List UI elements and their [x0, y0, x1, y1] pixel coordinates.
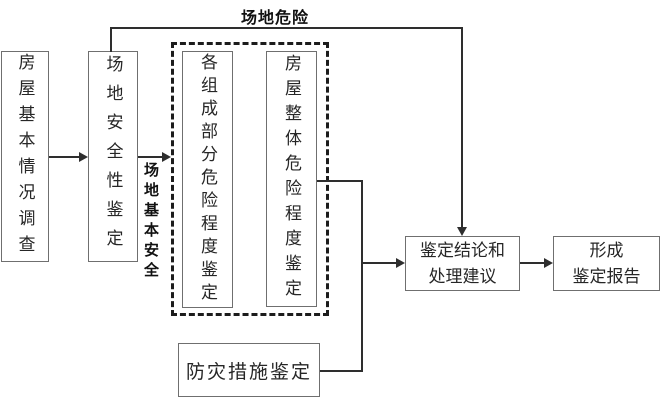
arrowhead-survey-to-sitesafety — [79, 152, 88, 162]
connector-overall-to-junction — [317, 180, 363, 182]
connector-survey-to-sitesafety — [49, 156, 80, 158]
connector-sitedanger-down — [461, 27, 463, 228]
connector-sitesafety-to-group — [138, 156, 163, 158]
box-conclusion: 鉴定结论和 处理建议 — [405, 236, 520, 291]
dashed-group-danger-appraisal — [171, 42, 329, 316]
label-site-danger: 场地危险 — [240, 10, 309, 27]
connector-junction-vertical — [361, 180, 363, 372]
box-disaster-prevention-appraisal-label: 防灾措施鉴定 — [185, 361, 312, 383]
connector-junction-to-conclusion — [361, 262, 397, 264]
label-site-basic-safety: 场地基本安全 — [142, 162, 158, 282]
arrowhead-sitesafety-to-group — [162, 152, 171, 162]
connector-sitedanger-up — [110, 28, 112, 52]
box-report: 形成 鉴定报告 — [553, 236, 660, 291]
arrowhead-junction-to-conclusion — [396, 258, 405, 268]
box-report-line1: 形成 — [589, 241, 624, 260]
box-component-danger-appraisal: 各组成部分危险程度鉴定 — [182, 51, 233, 308]
box-component-danger-appraisal-label: 各组成部分危险程度鉴定 — [198, 53, 217, 306]
box-conclusion-label: 鉴定结论和 处理建议 — [420, 238, 505, 289]
box-house-survey-label: 房屋基本情况调查 — [15, 52, 35, 261]
connector-prevention-to-junction — [320, 370, 363, 372]
connector-sitedanger-across — [110, 27, 463, 29]
box-report-label: 形成 鉴定报告 — [573, 238, 641, 289]
connector-conclusion-to-report — [520, 262, 545, 264]
box-house-survey: 房屋基本情况调查 — [1, 51, 49, 262]
box-site-safety-appraisal: 场地安全性鉴定 — [88, 51, 138, 262]
box-report-line2: 鉴定报告 — [572, 266, 641, 286]
arrowhead-sitedanger-to-conclusion — [457, 227, 467, 236]
box-overall-danger-appraisal: 房屋整体危险程度鉴定 — [266, 51, 317, 307]
arrowhead-conclusion-to-report — [544, 258, 553, 268]
box-overall-danger-appraisal-label: 房屋整体危险程度鉴定 — [282, 54, 301, 304]
box-conclusion-line2: 处理建议 — [428, 266, 497, 286]
box-disaster-prevention-appraisal: 防灾措施鉴定 — [178, 343, 320, 397]
box-conclusion-line1: 鉴定结论和 — [420, 241, 505, 260]
box-site-safety-appraisal-label: 场地安全性鉴定 — [103, 55, 123, 258]
